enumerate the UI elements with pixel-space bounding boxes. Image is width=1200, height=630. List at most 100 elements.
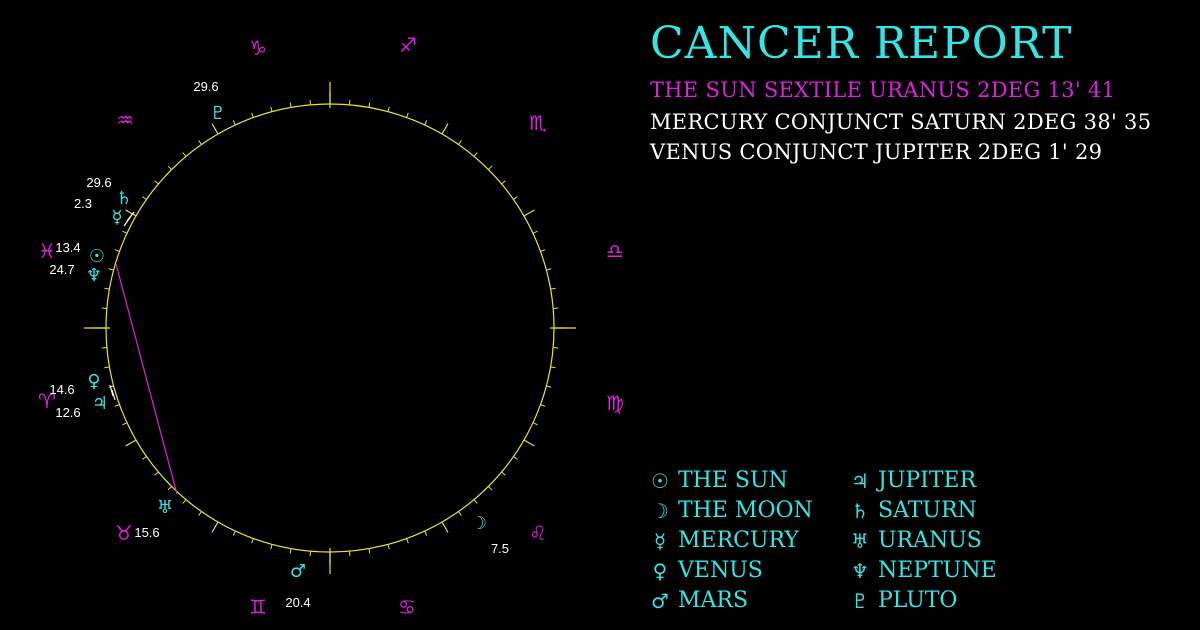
aspect-text-venus-conjunct-jupiter: VENUS CONJUNCT JUPITER 2DEG 1' 29 (650, 140, 1103, 164)
wheel-minor-tick (270, 544, 273, 550)
uranus-icon: ♅ (851, 528, 869, 553)
wheel-minor-tick (488, 486, 493, 491)
pisces-sign-icon: ♓ (38, 239, 56, 263)
wheel-minor-tick (289, 102, 292, 108)
uranus-degree-label: 15.6 (134, 525, 159, 540)
wheel-minor-tick (167, 486, 172, 491)
wheel-minor-tick (114, 249, 120, 252)
wheel-minor-tick (424, 120, 428, 126)
wheel-minor-tick (550, 287, 556, 290)
sagittarius-sign-icon: ♐ (399, 33, 417, 57)
wheel-minor-tick (154, 471, 159, 476)
wheel-circle (105, 103, 555, 553)
wheel-minor-tick (424, 530, 428, 536)
zodiac-signs: ♑ ♐ ♒ ♏ ♓ ♎ ♈ ♍ ♉ ♌ ♊ ♋ (38, 33, 624, 619)
jupiter-icon: ♃ (92, 393, 108, 414)
wheel-minor-tick (501, 180, 506, 185)
planet-tick-marks (109, 211, 135, 401)
wheel-minor-tick (473, 152, 478, 157)
wheel-major-tick (523, 439, 535, 447)
legend-item-venus: ♀ VENUS (648, 558, 763, 583)
planet-glyphs: ♇ ♄ ☿ ☉ ♆ ♀ ♃ ♅ ♂ ☽ (86, 103, 487, 582)
aspect-text-sun-sextile-uranus: THE SUN SEXTILE URANUS 2DEG 13' 41 (650, 78, 1116, 102)
wheel-minor-tick (387, 106, 390, 112)
venus-tick (109, 384, 114, 397)
wheel-minor-tick (368, 102, 371, 108)
scorpio-sign-icon: ♏ (529, 111, 547, 135)
moon-icon: ☽ (651, 498, 669, 523)
mercury-icon: ☿ (111, 207, 122, 228)
mars-degree-label: 20.4 (285, 595, 310, 610)
wheel-major-tick (125, 439, 137, 447)
wheel-minor-tick (532, 422, 538, 426)
wheel-major-tick (211, 123, 219, 135)
wheel-minor-tick (458, 140, 462, 145)
saturn-icon: ♄ (116, 188, 132, 209)
libra-sign-icon: ♎ (606, 239, 624, 263)
wheel-minor-tick (368, 548, 371, 554)
mercury-degree-label: 2.3 (74, 196, 92, 211)
taurus-sign-icon: ♉ (115, 521, 133, 545)
wheel-minor-tick (232, 120, 236, 126)
mars-icon: ♂ (651, 588, 669, 613)
wheel-minor-tick (289, 548, 292, 554)
jupiter-tick (111, 389, 116, 401)
legend-item-pluto: ♇ PLUTO (848, 588, 957, 613)
leo-sign-icon: ♌ (529, 521, 547, 545)
legend-item-jupiter: ♃ JUPITER (848, 468, 976, 493)
legend-label-pluto: PLUTO (878, 588, 958, 613)
venus-degree-label: 14.6 (49, 382, 74, 397)
wheel-minor-tick (114, 404, 120, 407)
virgo-sign-icon: ♍ (606, 391, 624, 415)
legend-item-neptune: ♆ NEPTUNE (848, 558, 997, 583)
wheel-minor-tick (104, 287, 110, 290)
pluto-degree-label: 29.6 (193, 79, 218, 94)
wheel-minor-tick (104, 366, 110, 369)
wheel-ticks (84, 82, 576, 574)
chart-svg: ♑ ♐ ♒ ♏ ♓ ♎ ♈ ♍ ♉ ♌ ♊ ♋ ♇ ♄ ☿ ☉ ♆ ♀ ♃ ♅ … (38, 33, 624, 619)
wheel-minor-tick (232, 530, 236, 536)
legend-label-mercury: MERCURY (678, 528, 799, 553)
legend-label-venus: VENUS (678, 558, 763, 583)
degree-labels: 29.6 29.6 2.3 13.4 24.7 14.6 12.6 15.6 2… (49, 79, 509, 610)
neptune-icon: ♆ (851, 558, 869, 583)
legend-label-jupiter: JUPITER (878, 468, 977, 493)
wheel-major-tick (523, 209, 535, 217)
pluto-icon: ♇ (210, 103, 226, 124)
cancer-sign-icon: ♋ (398, 595, 416, 619)
wheel-minor-tick (142, 196, 147, 200)
wheel-minor-tick (387, 544, 390, 550)
wheel-minor-tick (473, 499, 478, 504)
wheel-minor-tick (142, 456, 147, 460)
legend-label-uranus: URANUS (878, 528, 982, 553)
capricorn-sign-icon: ♑ (249, 36, 267, 60)
legend-item-uranus: ♅ URANUS (848, 528, 982, 553)
wheel-minor-tick (167, 165, 172, 170)
legend-label-neptune: NEPTUNE (878, 558, 997, 583)
legend-label-saturn: SATURN (878, 498, 977, 523)
gemini-sign-icon: ♊ (249, 595, 267, 619)
wheel-minor-tick (251, 112, 254, 118)
wheel-minor-tick (546, 268, 552, 271)
venus-icon: ♀ (652, 558, 668, 583)
aspect-line-sun-uranus (115, 263, 178, 495)
saturn-icon: ♄ (851, 498, 869, 523)
wheel-minor-tick (406, 112, 409, 118)
wheel-minor-tick (513, 456, 518, 460)
wheel-minor-tick (198, 140, 202, 145)
wheel-minor-tick (513, 196, 518, 200)
wheel-major-tick (211, 521, 219, 533)
aquarius-sign-icon: ♒ (116, 108, 134, 132)
wheel-minor-tick (108, 268, 114, 271)
wheel-minor-tick (540, 249, 546, 252)
mars-icon: ♂ (290, 561, 306, 582)
sun-icon: ☉ (651, 468, 669, 493)
aries-sign-icon: ♈ (38, 389, 56, 413)
wheel-minor-tick (154, 180, 159, 185)
sun-icon: ☉ (89, 246, 105, 267)
moon-degree-label: 7.5 (491, 541, 509, 556)
wheel-minor-tick (182, 499, 187, 504)
wheel-minor-tick (406, 538, 409, 544)
wheel-minor-tick (550, 366, 556, 369)
legend-label-mars: MARS (678, 588, 749, 613)
